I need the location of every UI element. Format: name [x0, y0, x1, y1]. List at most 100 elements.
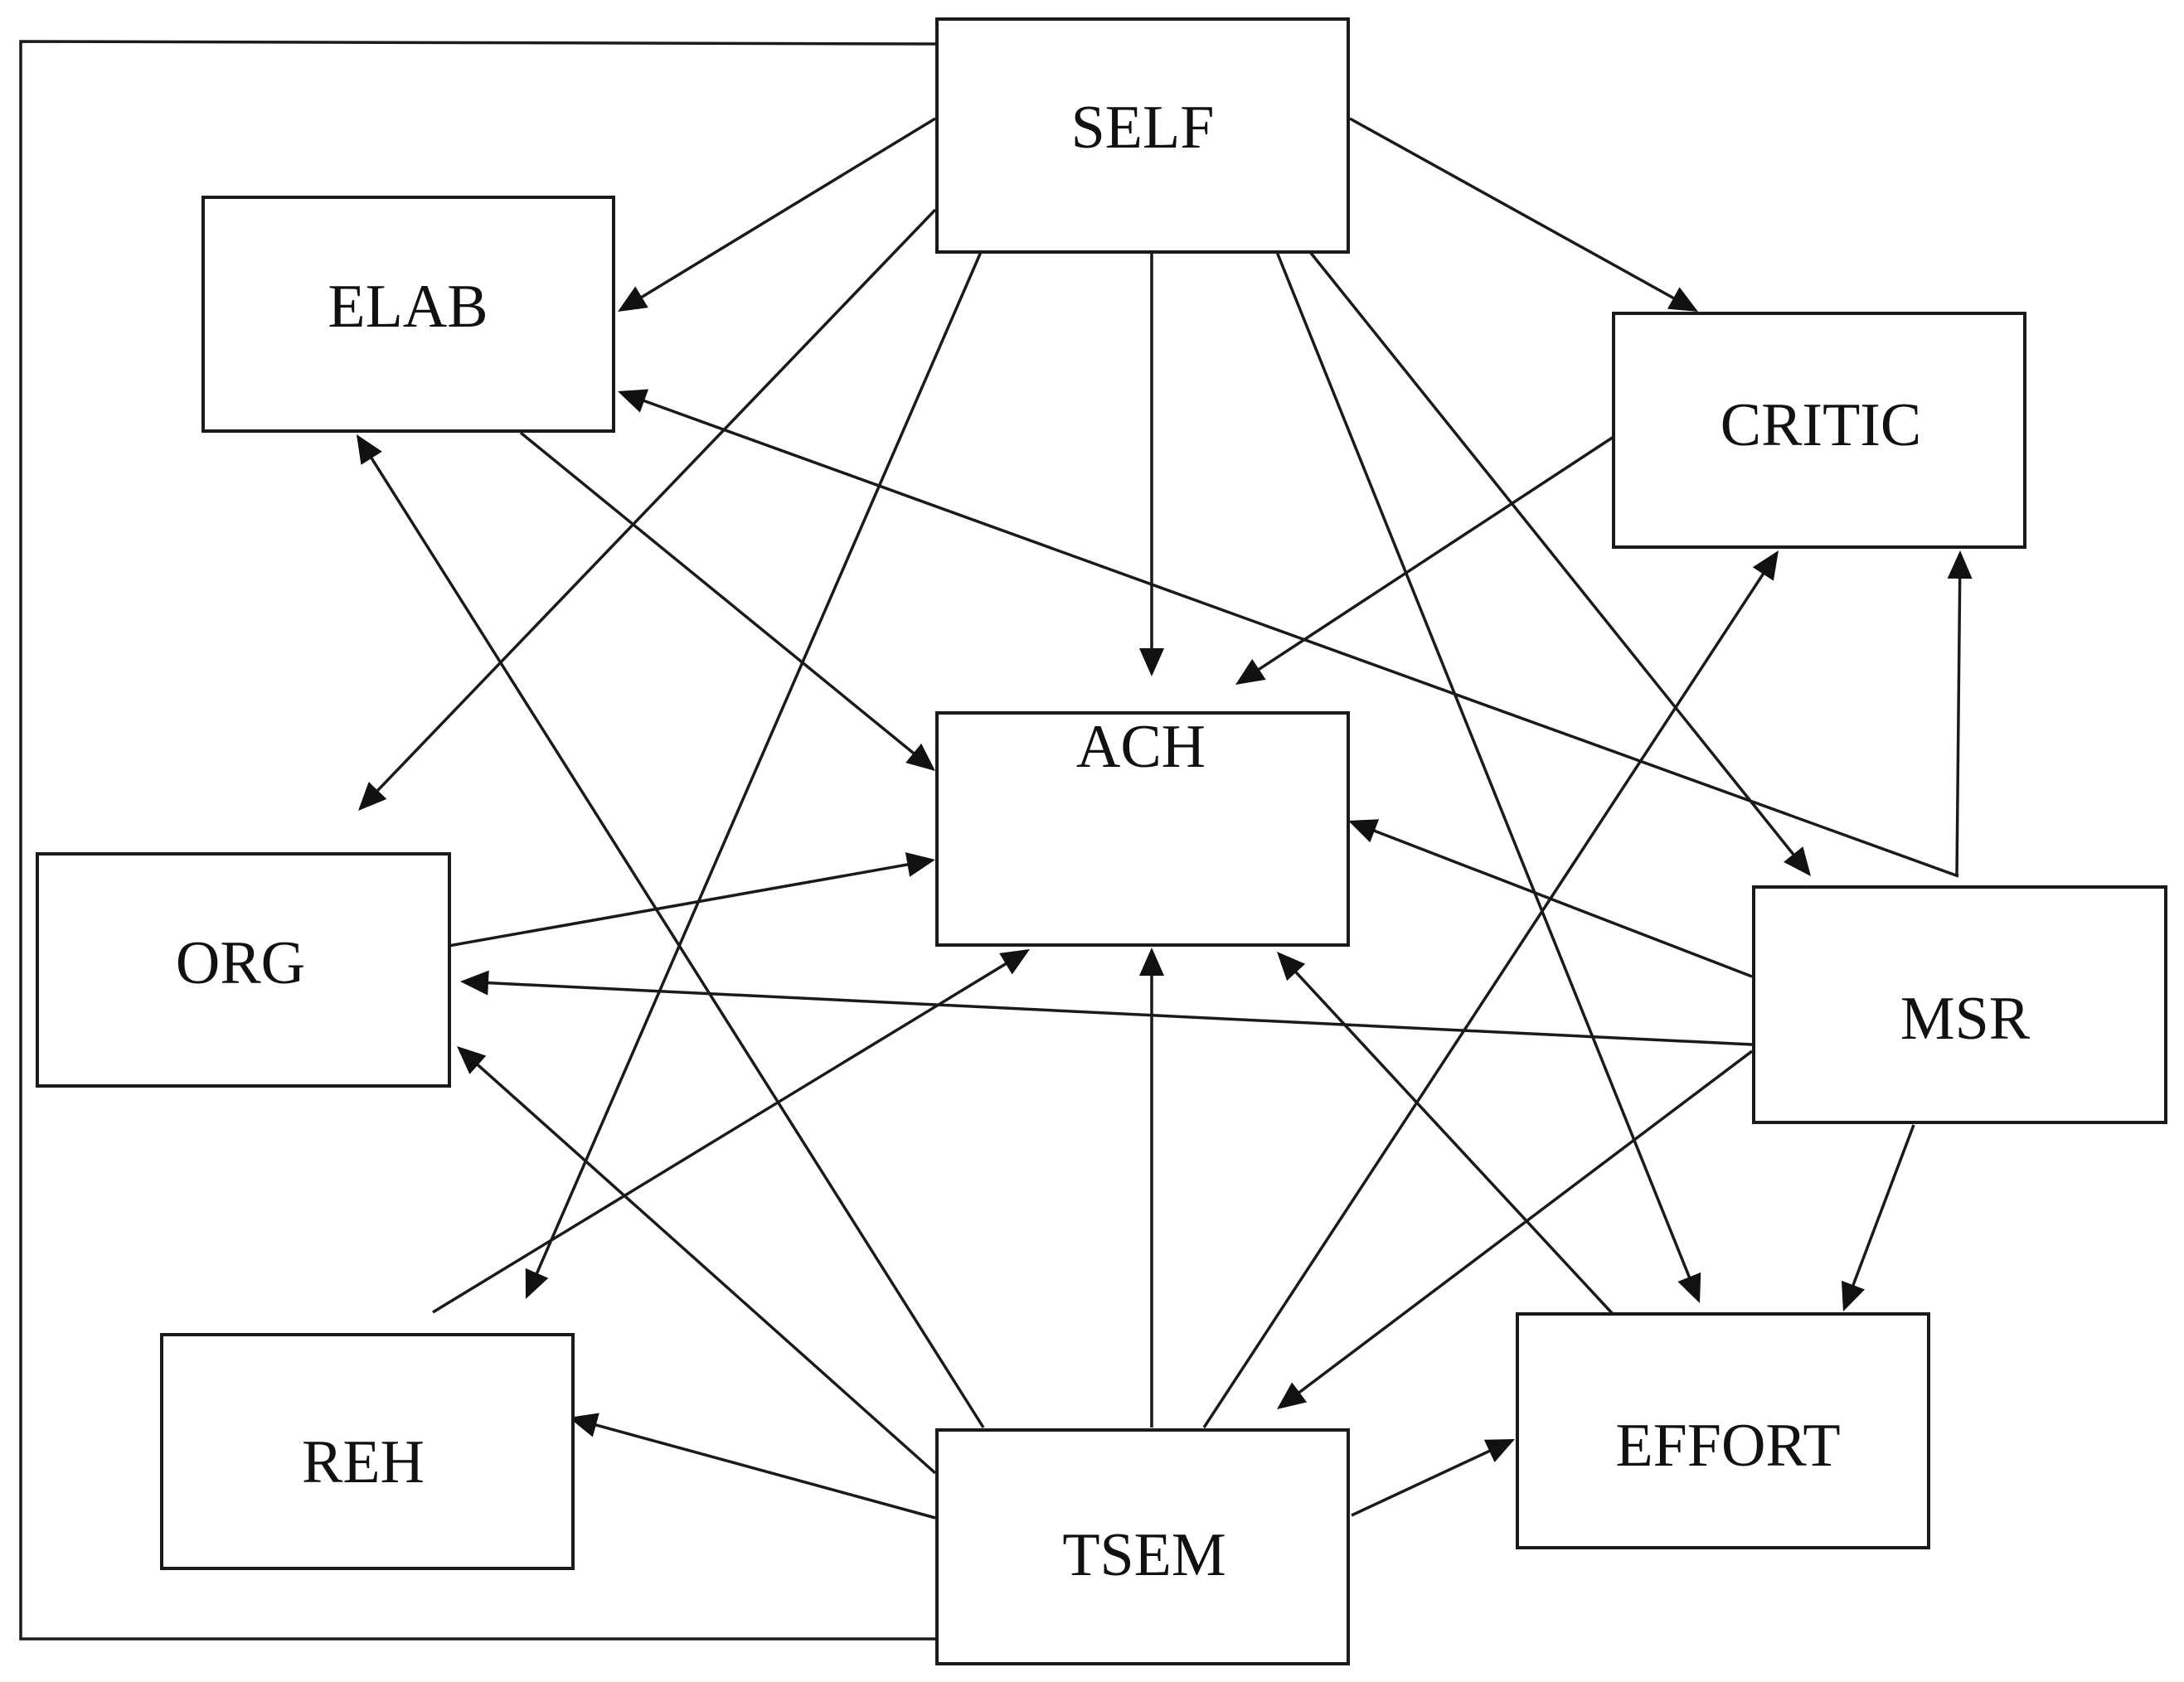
edge-effort-to-ach-line — [1293, 970, 1614, 1316]
node-elab-box — [201, 196, 615, 433]
edge-tsem-to-elab-line — [369, 456, 985, 1428]
edge-reh-to-ach-line — [432, 962, 1008, 1314]
edge-msr-to-org — [460, 970, 1753, 1046]
edge-tsem-to-ach — [1139, 948, 1164, 1428]
edge-msr-to-org-arrowhead — [460, 970, 489, 996]
edge-self-to-org-arrowhead — [358, 782, 387, 811]
node-msr: MSR — [1752, 885, 2167, 1124]
edge-self-to-elab-arrowhead — [618, 286, 648, 312]
edge-msr-to-org-line — [486, 981, 1753, 1046]
edge-msr-to-effort-line — [1851, 1124, 1915, 1287]
edge-msr-to-critic — [1947, 550, 1973, 877]
edge-critic-to-ach — [1235, 435, 1614, 685]
edge-self-to-tsem-line — [19, 40, 955, 1641]
edge-self-to-reh-arrowhead — [525, 1268, 549, 1299]
node-org: ORG — [36, 852, 451, 1088]
node-tsem: TSEM — [935, 1428, 1350, 1665]
edge-self-to-critic-line — [1349, 117, 1676, 301]
edges — [19, 40, 1973, 1651]
edge-msr-to-elab-line — [642, 399, 1959, 878]
edge-tsem-to-elab — [357, 434, 985, 1428]
edge-tsem-to-org — [457, 1046, 937, 1475]
edge-reh-to-ach-arrowhead — [999, 949, 1030, 975]
edge-elab-to-ach-line — [519, 431, 916, 756]
node-elab: ELAB — [201, 196, 615, 433]
edge-tsem-to-effort-arrowhead — [1483, 1439, 1515, 1462]
edge-msr-to-critic-arrowhead — [1947, 550, 1973, 579]
node-ach-box — [935, 711, 1350, 947]
edge-msr-to-elab-arrowhead — [618, 389, 649, 413]
edge-tsem-to-critic-arrowhead — [1752, 550, 1779, 581]
node-self: SELF — [935, 17, 1350, 254]
edge-self-to-msr — [1308, 250, 1811, 876]
edge-msr-to-critic-line — [1955, 576, 1962, 877]
edge-org-to-ach — [434, 852, 935, 950]
node-ach-label: ACH — [1076, 713, 1206, 781]
edge-elab-to-ach-arrowhead — [905, 743, 935, 771]
node-reh-label: REH — [302, 1428, 425, 1496]
edge-tsem-to-org-line — [475, 1063, 937, 1475]
edge-self-to-org — [358, 208, 937, 811]
edge-tsem-to-reh — [569, 1413, 936, 1520]
node-org-box — [36, 852, 451, 1088]
edge-msr-to-ach-arrowhead — [1348, 819, 1380, 843]
node-critic-label: CRITIC — [1721, 391, 1922, 459]
edge-tsem-to-critic — [1202, 550, 1779, 1428]
edge-msr-to-tsem-arrowhead — [1277, 1382, 1308, 1409]
edge-msr-to-elab — [618, 389, 1959, 878]
node-org-label: ORG — [176, 929, 305, 997]
edge-tsem-to-reh-arrowhead — [569, 1413, 599, 1437]
edge-tsem-to-effort-line — [1351, 1448, 1492, 1517]
node-reh: REH — [160, 1333, 575, 1570]
edge-org-to-ach-arrowhead — [905, 852, 935, 877]
edge-tsem-to-elab-arrowhead — [357, 434, 382, 465]
node-reh-box — [160, 1333, 575, 1570]
node-effort-label: EFFORT — [1615, 1412, 1840, 1480]
edge-reh-to-ach — [432, 949, 1030, 1314]
edge-tsem-to-reh-line — [594, 1423, 936, 1520]
edge-tsem-to-ach-arrowhead — [1139, 948, 1164, 976]
edge-self-to-critic — [1349, 117, 1698, 312]
edge-tsem-to-org-arrowhead — [457, 1046, 487, 1074]
edge-self-to-elab-line — [639, 117, 936, 299]
edge-effort-to-ach — [1277, 952, 1614, 1316]
edge-msr-to-ach — [1348, 819, 1753, 978]
edge-self-to-ach — [1139, 252, 1164, 676]
edge-msr-to-effort — [1841, 1124, 1915, 1311]
edge-self-to-reh-line — [535, 251, 983, 1276]
node-self-label: SELF — [1071, 94, 1215, 162]
node-ach: ACH — [935, 711, 1350, 947]
node-effort-box — [1516, 1312, 1930, 1549]
edge-tsem-to-effort — [1351, 1439, 1515, 1517]
node-msr-box — [1752, 885, 2167, 1124]
node-tsem-box — [935, 1428, 1350, 1665]
edge-msr-to-tsem-line — [1297, 1049, 1754, 1395]
edge-self-to-effort-line — [1275, 251, 1691, 1279]
node-elab-label: ELAB — [328, 273, 488, 341]
edge-self-to-org-line — [375, 208, 937, 793]
edge-msr-to-ach-line — [1372, 828, 1753, 978]
edge-self-to-msr-arrowhead — [1784, 846, 1811, 876]
node-critic-box — [1612, 312, 2026, 549]
edge-self-to-reh — [525, 251, 983, 1299]
edge-self-to-critic-arrowhead — [1667, 287, 1698, 312]
node-effort: EFFORT — [1516, 1312, 1930, 1549]
edge-self-to-ach-arrowhead — [1139, 648, 1164, 676]
node-msr-label: MSR — [1900, 985, 2031, 1053]
edge-elab-to-ach — [519, 431, 935, 771]
edge-msr-to-effort-arrowhead — [1841, 1280, 1866, 1311]
node-tsem-label: TSEM — [1062, 1521, 1225, 1589]
edge-self-to-msr-line — [1308, 250, 1796, 857]
edge-critic-to-ach-arrowhead — [1235, 658, 1266, 685]
edge-self-to-elab — [618, 117, 936, 312]
node-self-box — [935, 17, 1350, 254]
edge-self-to-effort — [1275, 251, 1701, 1303]
nodes: SELF ELAB CRITIC ACH ORG MSR REH EFFORT — [36, 17, 2167, 1665]
edge-self-to-effort-arrowhead — [1677, 1272, 1701, 1303]
edge-tsem-to-critic-line — [1202, 571, 1765, 1428]
node-critic: CRITIC — [1612, 312, 2026, 549]
edge-critic-to-ach-line — [1256, 435, 1614, 671]
edge-org-to-ach-line — [434, 862, 910, 950]
edge-msr-to-tsem — [1277, 1049, 1754, 1409]
